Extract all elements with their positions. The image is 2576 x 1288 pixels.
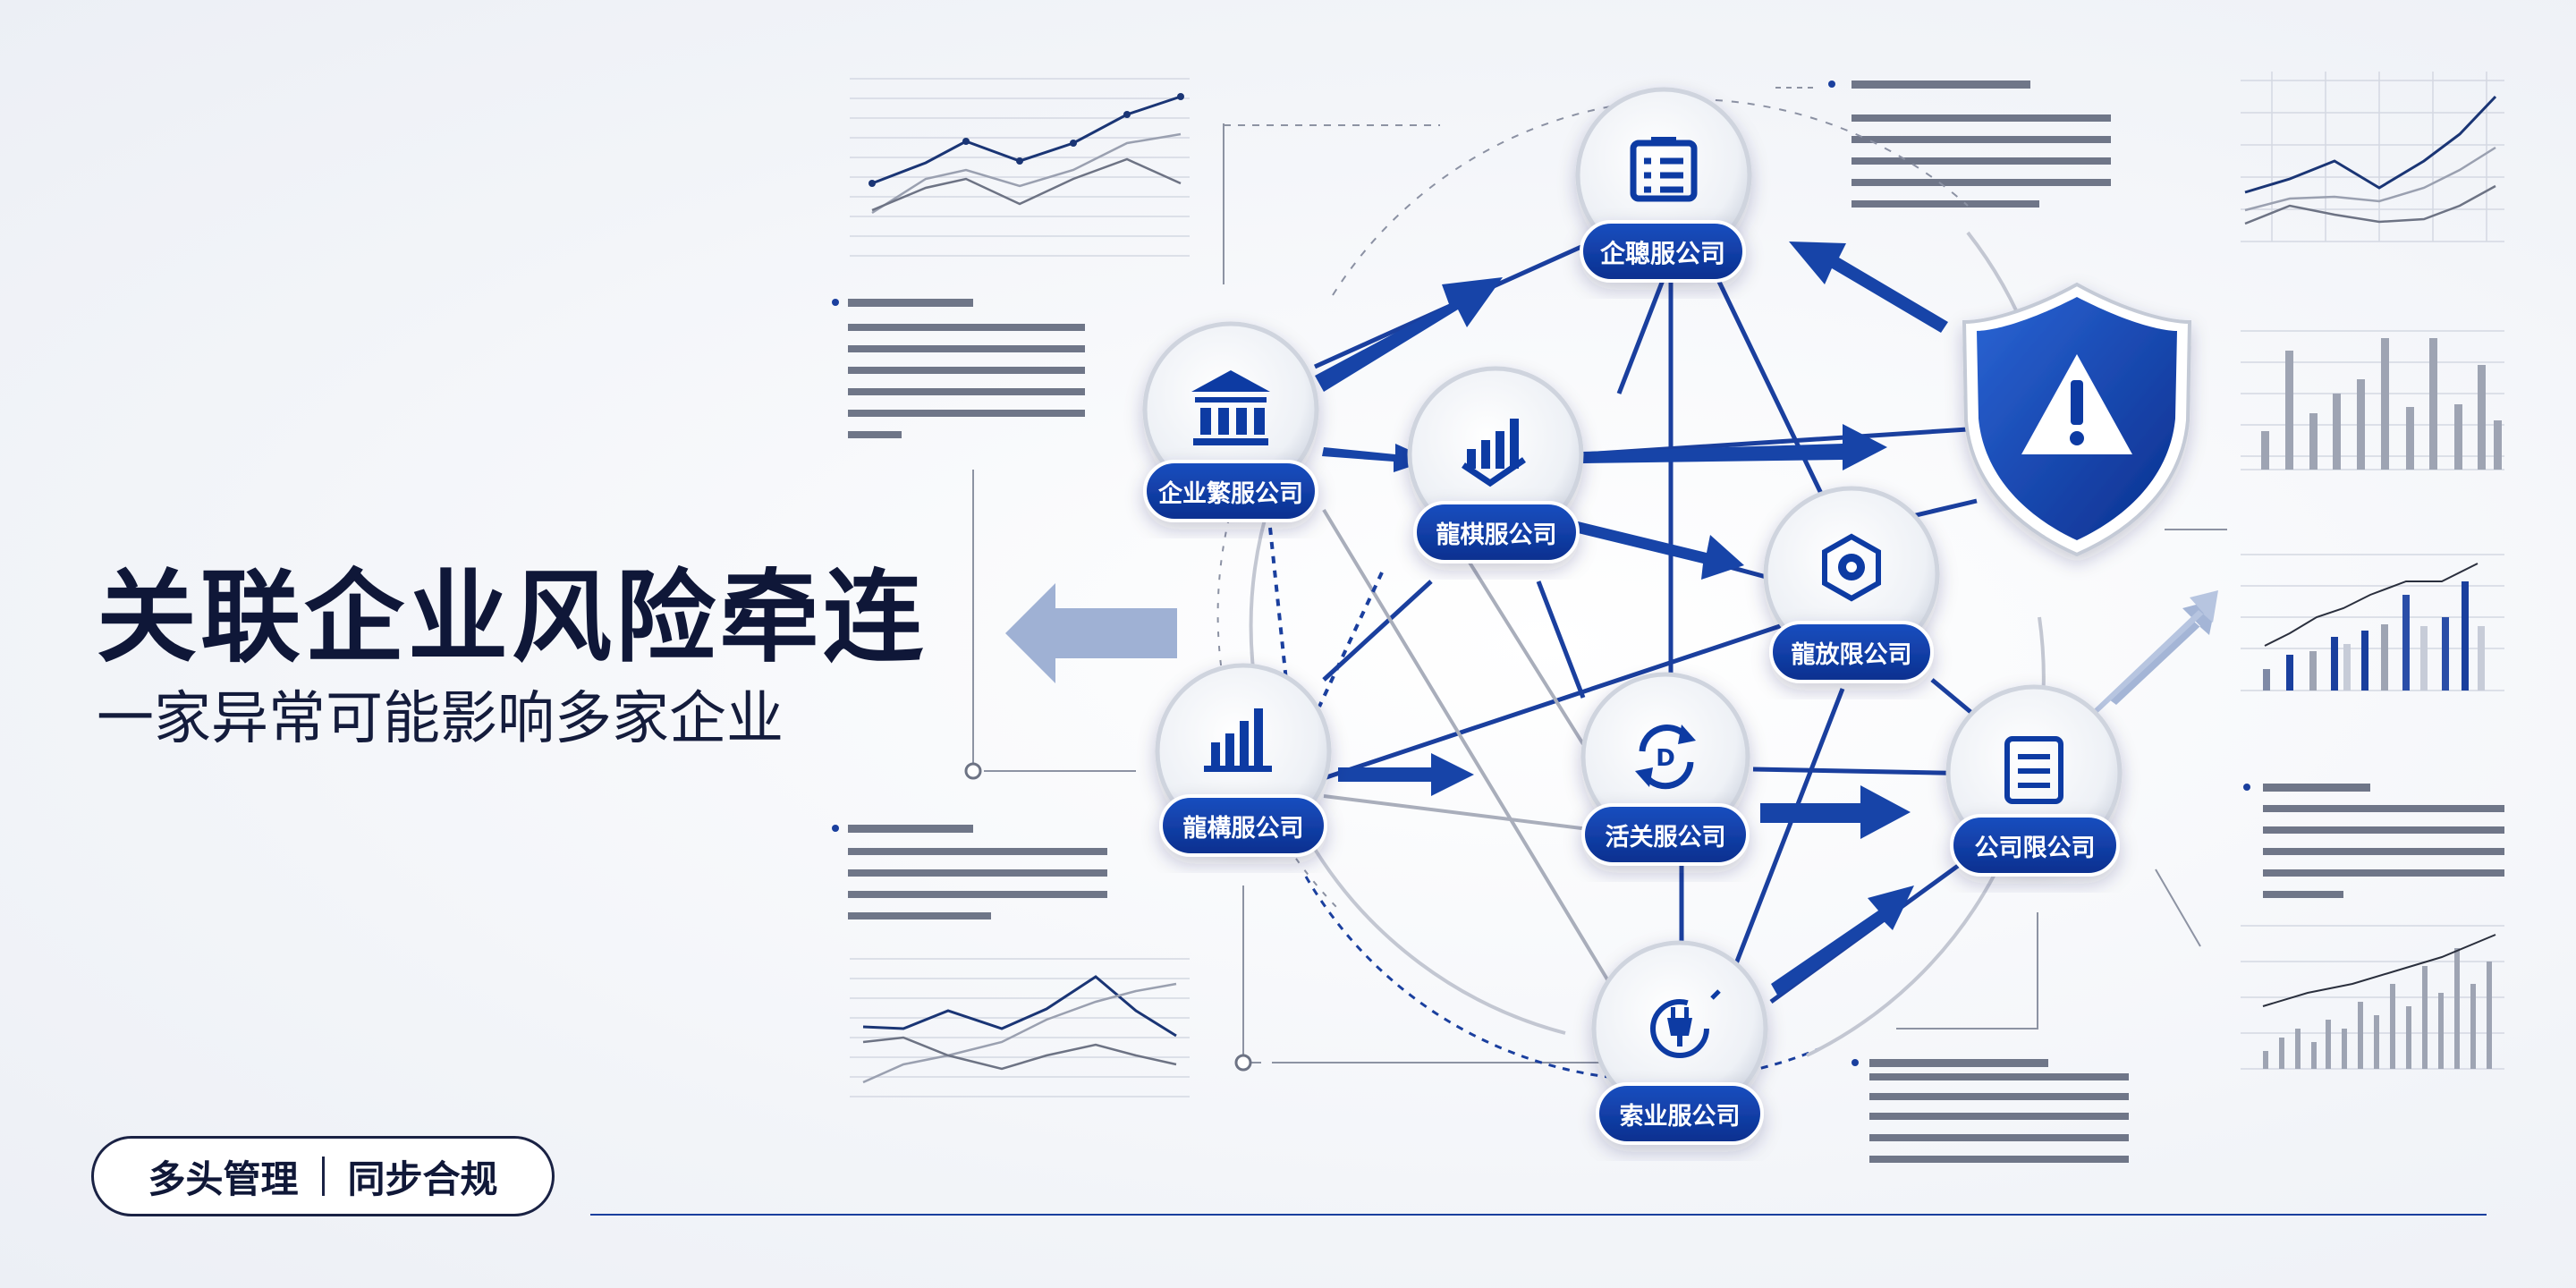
ghost-paragraph-bottom — [1852, 1059, 2129, 1163]
network-connections-gray — [1322, 499, 1612, 986]
page-title: 关联企业风险牵连 — [97, 560, 927, 676]
tag-divider — [321, 1157, 325, 1196]
bar-chart-icon — [1204, 708, 1272, 772]
bg-bar-chart-right-3 — [2241, 925, 2504, 1070]
node-bottom: 索业服公司 — [1591, 940, 1768, 1145]
bg-line-chart-top-right — [2241, 72, 2504, 242]
ghost-paragraph-right-mid — [2243, 784, 2504, 898]
bank-icon — [1191, 370, 1270, 445]
node-label: 龍放限公司 — [1792, 640, 1912, 669]
warning-shield-icon — [1962, 282, 2192, 557]
gear-icon — [1822, 533, 1881, 602]
node-label: 龍棋服公司 — [1436, 521, 1557, 549]
svg-text:D: D — [1656, 745, 1675, 772]
node-label: 索业服公司 — [1620, 1103, 1741, 1131]
page-subtitle: 一家异常可能影响多家企业 — [97, 686, 784, 752]
tag-multi-management: 多头管理 — [148, 1157, 299, 1201]
tag-sync-compliance: 同步合规 — [347, 1157, 498, 1201]
node-right: 公司限公司 — [1945, 684, 2123, 877]
node-top: 企聰服公司 — [1575, 87, 1752, 283]
ghost-paragraph-left-1 — [832, 299, 1085, 438]
flow-arrows — [1315, 242, 1948, 996]
bg-line-chart-top-left — [850, 78, 1190, 257]
node-label: 活关服公司 — [1606, 824, 1726, 852]
network-dashed — [1268, 527, 1384, 708]
node-label: 公司限公司 — [1975, 835, 2096, 862]
node-label: 企业繁服公司 — [1158, 479, 1303, 508]
node-bank: 企业繁服公司 — [1142, 321, 1319, 522]
plug-icon — [1650, 989, 1721, 1058]
tag-pill: 多头管理 同步合规 — [91, 1136, 555, 1216]
bg-line-chart-bottom-left — [850, 958, 1190, 1097]
node-label: 企聰服公司 — [1600, 239, 1725, 268]
bg-bar-chart-right-1 — [2241, 330, 2504, 470]
node-bars: 龍構服公司 — [1155, 663, 1332, 857]
node-center: D 活关服公司 — [1580, 672, 1750, 866]
leader-dots — [964, 762, 1252, 1072]
refresh-icon: D — [1635, 724, 1696, 790]
bar-chart-down-icon — [1462, 419, 1526, 487]
node-label: 龍構服公司 — [1183, 814, 1304, 843]
pale-arrows — [1005, 583, 2218, 716]
ghost-paragraph-right-top — [1828, 80, 2111, 208]
document-list-icon — [1630, 137, 1698, 202]
ghost-paragraph-left-2 — [832, 825, 1107, 919]
node-gear: 龍放限公司 — [1763, 486, 1940, 683]
checklist-icon — [2004, 736, 2063, 804]
bg-bar-chart-right-2 — [2241, 554, 2504, 691]
node-chart-mid: 龍棋服公司 — [1407, 366, 1584, 564]
